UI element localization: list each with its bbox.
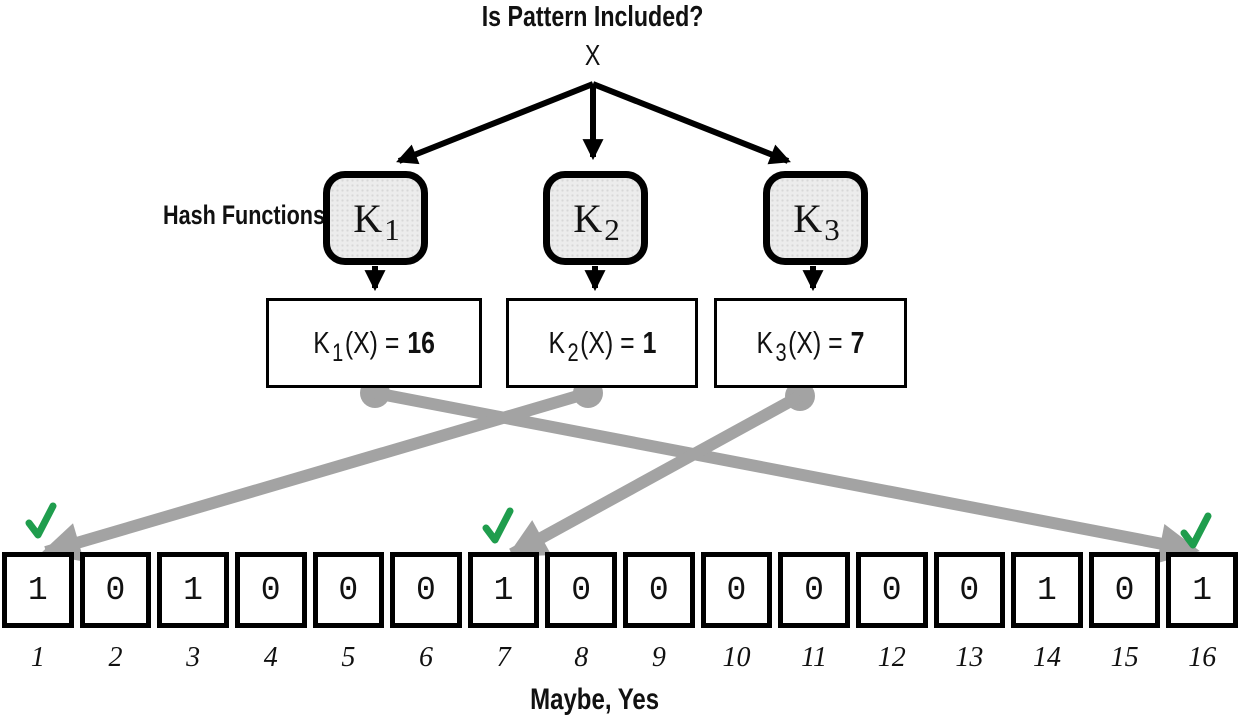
- input-pattern-label: X: [585, 40, 601, 72]
- bit-index: 13: [955, 642, 984, 673]
- bit-index: 1: [30, 642, 45, 673]
- bit-cell-15: 0: [1088, 552, 1161, 628]
- title-text: Is Pattern Included?: [482, 1, 704, 33]
- bit-index: 12: [877, 642, 906, 673]
- bit-index: 2: [108, 642, 123, 673]
- bit-cell-6: 0: [390, 552, 462, 628]
- bit-index: 6: [418, 642, 433, 673]
- bit-cell-1: 1: [2, 552, 74, 628]
- hash-functions-label: Hash Functions: [163, 200, 326, 230]
- page-title: Is Pattern Included?: [0, 1, 1186, 34]
- bit-index: 3: [186, 642, 201, 673]
- arrows-results-to-bits: [40, 378, 1200, 564]
- bit-cell-16: 1: [1166, 552, 1238, 628]
- bit-index: 16: [1188, 642, 1217, 673]
- hash-node-subscript: 3: [824, 212, 840, 247]
- bit-cell-9: 0: [623, 552, 695, 628]
- bit-cell-14: 1: [1011, 552, 1083, 628]
- bit-index: 8: [574, 642, 589, 673]
- check-icon: [482, 507, 514, 544]
- hash-result-expression: K3(X) =7: [756, 325, 865, 367]
- hash-node-subscript: 1: [384, 212, 400, 247]
- bit-array: 1 0 1 0 0 0 1 0 0 0 0 0 0 1 0 1: [2, 552, 1238, 628]
- bit-cell-3: 1: [157, 552, 229, 628]
- hash-result-value: 1: [642, 325, 656, 360]
- arrow-result2-to-bit1: [40, 387, 590, 562]
- hash-result-box-k3: K3(X) =7: [714, 298, 907, 388]
- bit-cell-11: 0: [778, 552, 850, 628]
- bit-index-row: 1 2 3 4 5 6 7 8 9 10 11 12 13 14 15 16: [2, 642, 1238, 674]
- arrow-result3-to-bit7: [506, 390, 803, 560]
- hash-node-subscript: 2: [604, 212, 620, 247]
- hash-result-box-k1: K1(X) =16: [266, 298, 482, 388]
- bit-cell-10: 0: [700, 552, 773, 628]
- bit-index: 7: [496, 642, 511, 673]
- bit-index: 5: [341, 642, 356, 673]
- bit-cell-7: 1: [467, 552, 540, 628]
- hash-result-expression: K2(X) =1: [548, 325, 656, 367]
- verdict-label: Maybe, Yes: [530, 683, 660, 716]
- arrows-hash-to-results: [364, 266, 824, 292]
- bit-cell-12: 0: [855, 552, 928, 628]
- hash-node-letter: K: [573, 195, 603, 241]
- hash-node-letter: K: [353, 195, 383, 241]
- bit-index: 10: [722, 642, 751, 673]
- bit-index: 15: [1110, 642, 1139, 673]
- bit-index: 14: [1032, 642, 1061, 673]
- bit-cell-2: 0: [79, 552, 152, 628]
- hash-result-expression: K1(X) =16: [313, 325, 435, 367]
- hash-node-letter: K: [793, 195, 823, 241]
- hash-result-box-k2: K2(X) =1: [506, 298, 698, 388]
- bit-index: 4: [263, 642, 278, 673]
- bit-cell-5: 0: [312, 552, 385, 628]
- hash-result-value: 7: [850, 325, 865, 360]
- arrows-x-to-hash-functions: [396, 81, 791, 165]
- check-icon: [1180, 512, 1212, 549]
- check-icon: [25, 502, 57, 539]
- bit-cell-8: 0: [545, 552, 617, 628]
- bit-cell-13: 0: [933, 552, 1006, 628]
- bit-cell-4: 0: [234, 552, 307, 628]
- bit-index: 9: [651, 642, 666, 673]
- hash-result-value: 16: [407, 325, 435, 360]
- arrow-x-to-k1: [396, 81, 595, 165]
- arrow-x-to-k3: [591, 81, 791, 165]
- bit-index: 11: [801, 642, 828, 673]
